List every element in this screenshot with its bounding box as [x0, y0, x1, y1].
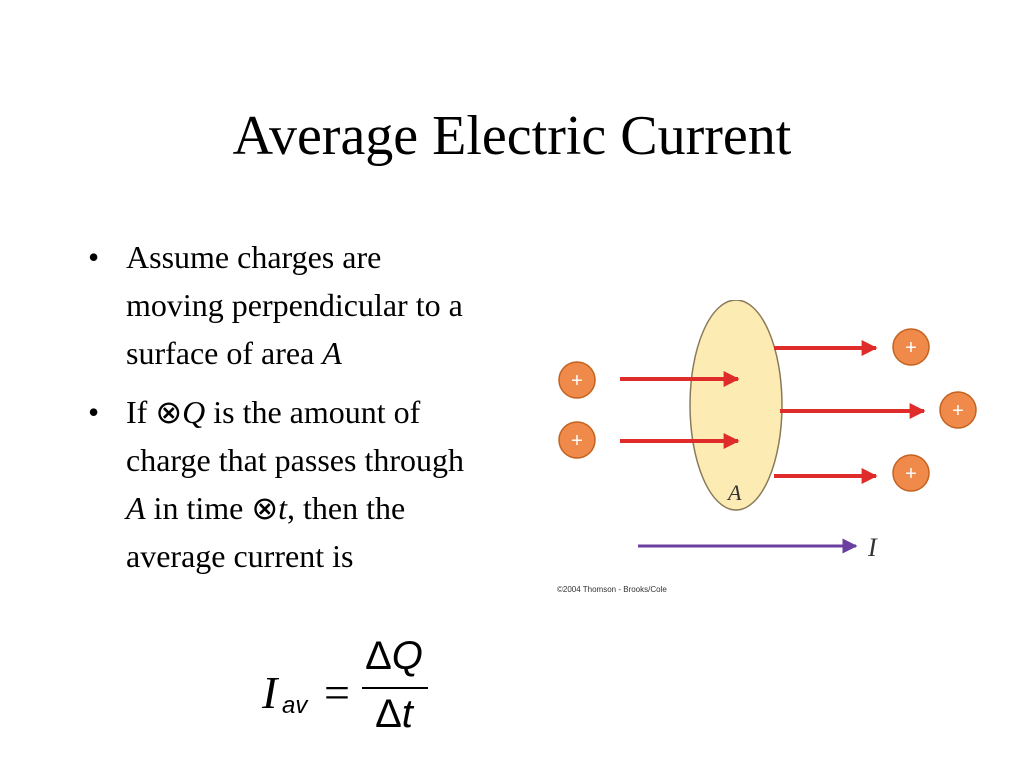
average-current-formula: I av = ΔQ Δt	[258, 630, 458, 750]
positive-charge: +	[892, 454, 930, 492]
time-variable: t	[278, 490, 288, 526]
current-diagram: A + + + + + I	[558, 300, 977, 562]
charge-sign: +	[905, 463, 917, 485]
bullet-line: A in time ⊗t, then the	[126, 484, 556, 532]
fraction-bar	[362, 687, 428, 689]
current-label: I	[867, 533, 878, 562]
bullet-item-2: • If ⊗Q is the amount of charge that pas…	[88, 388, 558, 588]
time-variable: t	[401, 692, 413, 736]
copyright-notice: ©2004 Thomson - Brooks/Cole	[557, 585, 667, 594]
formula-denominator: Δt	[364, 692, 424, 737]
positive-charge: +	[558, 361, 596, 399]
area-variable: A	[322, 335, 342, 371]
bullet-text-run: surface of area	[126, 335, 323, 371]
bullet-line: surface of area A	[126, 329, 556, 377]
delta-symbol: ⊗	[155, 394, 183, 430]
positive-charge: +	[558, 421, 596, 459]
bullet-text-run: , then the	[287, 490, 406, 526]
delta-symbol: Δ	[365, 634, 392, 678]
bullet-line: charge that passes through	[126, 442, 464, 478]
bullet-line: average current is	[126, 538, 354, 574]
bullet-text-run: is the amount of	[205, 394, 421, 430]
bullet-text: If ⊗Q is the amount of charge that passe…	[126, 388, 556, 580]
bullet-line: If ⊗Q is the amount of	[126, 388, 556, 436]
bullet-text: Assume charges are moving perpendicular …	[126, 233, 556, 377]
charge-sign: +	[571, 370, 583, 392]
slide-title: Average Electric Current	[232, 105, 792, 167]
area-variable: A	[126, 490, 146, 526]
formula-current-symbol: I	[262, 667, 278, 718]
charge-variable: Q	[182, 394, 206, 430]
formula-equals: =	[324, 667, 350, 718]
bullet-text-run: If	[126, 394, 156, 430]
delta-symbol: ⊗	[251, 490, 279, 526]
charge-sign: +	[905, 337, 917, 359]
delta-symbol: Δ	[375, 692, 402, 736]
bullet-marker: •	[88, 239, 100, 275]
bullet-marker: •	[88, 394, 100, 430]
bullet-item-1: • Assume charges are moving perpendicula…	[88, 233, 558, 383]
surface-area-ellipse	[689, 300, 783, 511]
positive-charge: +	[892, 328, 930, 366]
bullet-line: moving perpendicular to a	[126, 287, 463, 323]
formula-subscript: av	[282, 692, 308, 719]
area-label: A	[726, 480, 742, 505]
charge-sign: +	[952, 400, 964, 422]
charge-variable: Q	[391, 634, 423, 678]
formula-numerator: ΔQ	[364, 634, 424, 679]
bullet-text-run: in time	[145, 490, 252, 526]
bullet-line: Assume charges are	[126, 239, 382, 275]
charge-sign: +	[571, 430, 583, 452]
positive-charge: +	[939, 391, 977, 429]
